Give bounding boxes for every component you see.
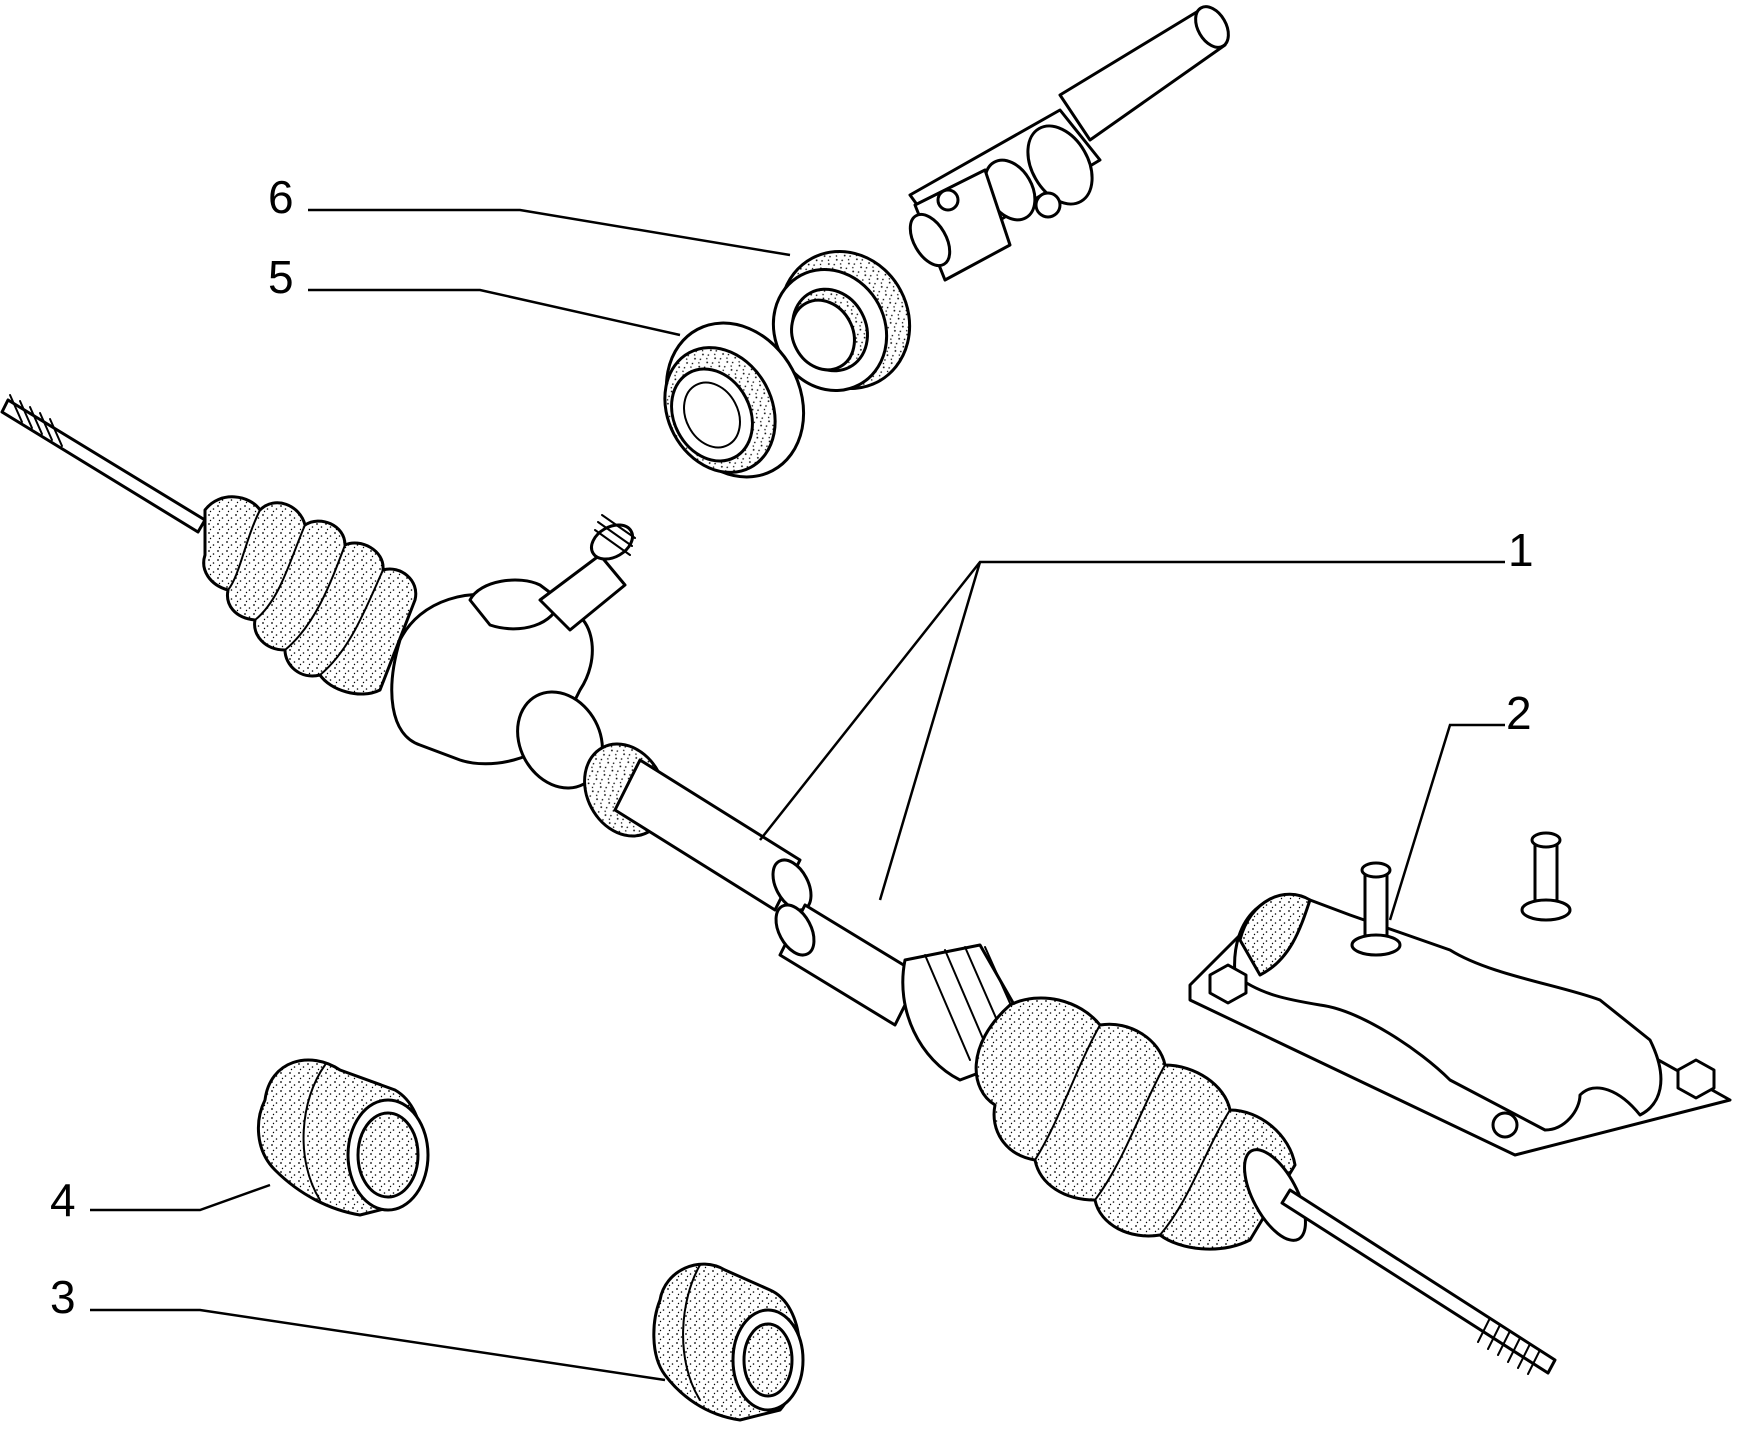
steering-rack-assembly-part-1 [0, 394, 1557, 1375]
seal-ring-part-6 [771, 249, 912, 393]
leader-line-3 [90, 1308, 666, 1382]
callout-label-2: 2 [1506, 687, 1532, 739]
leader-line-4 [90, 1183, 271, 1212]
callout-label-1: 1 [1508, 524, 1534, 576]
leader-line-1 [759, 560, 1505, 901]
leader-line-5 [308, 288, 681, 337]
callout-label-6: 6 [268, 171, 294, 223]
rubber-bush-part-3 [652, 1262, 805, 1422]
callout-label-3: 3 [50, 1271, 76, 1323]
flanged-bushing-part-5 [663, 321, 806, 479]
callout-label-5: 5 [268, 251, 294, 303]
leader-line-2 [1388, 723, 1505, 921]
steering-column-universal-joint [908, 5, 1230, 282]
leader-lines [90, 208, 1505, 1382]
leader-line-6 [308, 208, 791, 257]
callout-label-4: 4 [50, 1174, 76, 1226]
rubber-bush-part-4 [256, 1058, 430, 1217]
callout-labels: 6 5 1 2 4 3 [50, 171, 1534, 1323]
mounting-bracket-part-2 [1188, 831, 1732, 1157]
